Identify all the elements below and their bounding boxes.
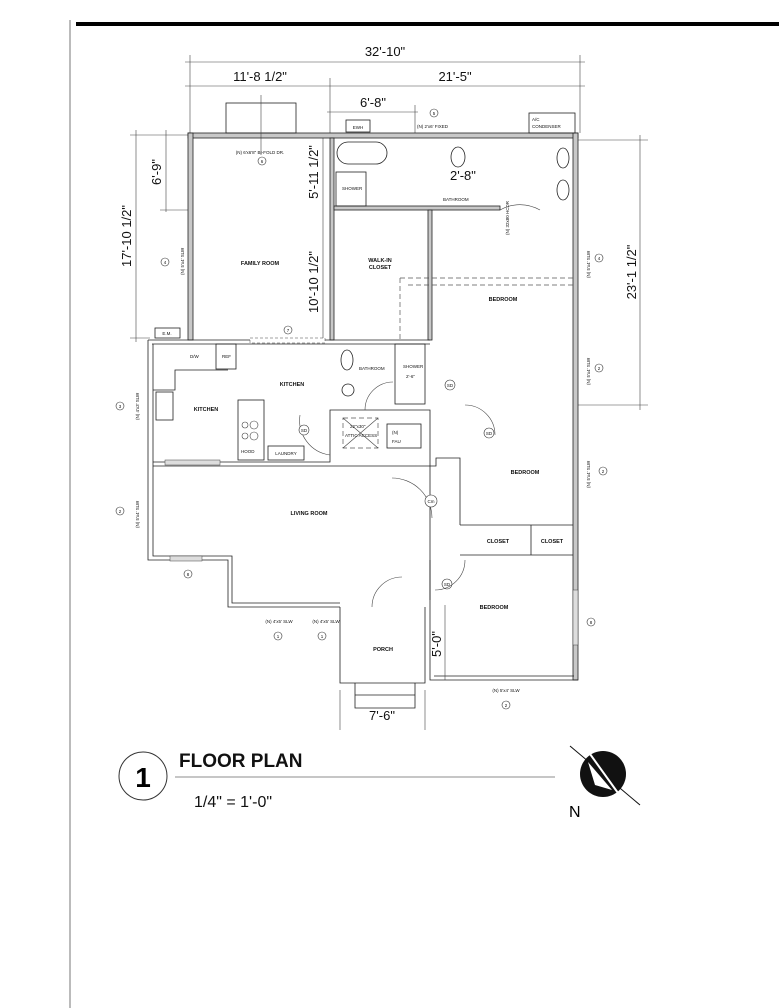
bath2-label: BATHROOM [359,366,385,371]
tag-8-right: 8 [590,620,593,625]
tag-1b: 1 [321,634,324,639]
tag-4-right: 4 [598,256,601,261]
note-bedroom2-window: (N) 5'x4' SLW [586,460,591,488]
room-porch: PORCH [373,647,393,653]
room-labels: FAMILY ROOM WALK-IN CLOSET BEDROOM KITCH… [194,258,564,653]
shower2-dim: 2'-6" [406,374,415,379]
note-family-window: (N) 5'x4' SLW [180,247,185,275]
note-master-window-2: (N) 5'x4' SLW [586,357,591,385]
room-bedroom-3: BEDROOM [480,605,509,611]
north-label: N [569,804,581,821]
sd-label-4: SD [444,582,451,587]
cm-label: Cm [428,499,435,504]
dim-family-depth: 17'-10 1/2" [119,205,134,267]
tag-2-living: 2 [119,509,122,514]
sd-label-2: SD [447,383,454,388]
dim-left-width: 11'-8 1/2" [233,69,287,84]
note-kitchen-window: (N) 4'x3' SLW [135,392,140,420]
note-living-front-1: (N) 4'x5' SLW [265,619,293,624]
laundry-label: LAUNDRY [275,451,296,456]
attic-dim: 22"x30" [350,424,366,429]
title-block: 1 FLOOR PLAN 1/4" = 1'-0" N [118,745,641,821]
ac-label-2: CONDENSER [532,124,562,129]
tag-5: 5 [433,111,436,116]
dim-porch-width: 7'-6" [369,708,395,723]
sd-label-3: SD [486,431,493,436]
opening-notes: (N) 6'x6'8" BI-FOLD DR. 6 (N) 2'x6' FIXE… [115,108,608,710]
room-bedroom-2: BEDROOM [511,470,540,476]
tag-7: 7 [287,328,290,333]
shower2-label: SHOWER [403,364,424,369]
dim-bifold-offset: 6'-9" [149,159,164,185]
room-walk-in-2: CLOSET [369,265,392,271]
tag-2-master: 2 [598,366,601,371]
ac-label-1: A/C [532,117,540,122]
dim-right-depth: 23'-1 1/2" [624,244,639,299]
dim-closet-depth: 10'-10 1/2" [306,251,321,313]
sd-label-1: SD [301,428,308,433]
dim-overall-width: 32'-10" [365,44,406,59]
dim-toilet-width: 2'-8" [450,168,476,183]
room-kitchen-2: KITCHEN [194,407,218,413]
room-closet-a: CLOSET [487,539,510,545]
detail-number: 1 [135,762,151,793]
room-family-room: FAMILY ROOM [241,261,280,267]
note-master-window-1: (N) 5'x4' SLW [586,250,591,278]
tag-2-bedroom2: 2 [602,469,605,474]
ref-label: REF [222,354,231,359]
tag-8-living: 8 [187,572,190,577]
attic-label: ATTIC ACCESS [345,433,377,438]
north-arrow-icon [569,745,641,806]
tag-3: 3 [119,404,122,409]
room-kitchen: KITCHEN [280,382,304,388]
note-bifold: (N) 6'x6'8" BI-FOLD DR. [236,150,285,155]
tag-4-left: 4 [164,260,167,265]
note-living-window: (N) 5'x4' SLW [135,500,140,528]
dw-label: D/W [190,354,200,359]
tag-1a: 1 [277,634,280,639]
hood-label: HOOD [241,449,255,454]
tag-2-bedroom3: 2 [505,703,508,708]
shower1-label: SHOWER [342,186,363,191]
left-dimensions: 17'-10 1/2" 6'-9" 5'-11 1/2" 10'-10 1/2" [119,130,324,342]
fau-label-2: FAU [392,439,401,444]
master-bath-label: BATHROOM [443,197,469,202]
note-fixed: (N) 2'x6' FIXED [417,124,449,129]
dim-bath-depth: 5'-11 1/2" [306,145,321,199]
em-label: E.M. [162,331,171,336]
dim-right-width: 21'-5" [438,69,472,84]
note-living-front-2: (N) 4'x5' SLW [312,619,340,624]
dim-bedroom-offset: 5'-0" [429,631,444,657]
right-dimensions: 23'-1 1/2" [578,135,648,410]
plan-scale: 1/4" = 1'-0" [194,794,272,811]
fixtures: EWH A/C CONDENSER E.M. SHOWER BATHROOM 2… [153,95,576,608]
fau-label-1: (N) [392,430,399,435]
room-closet-b: CLOSET [541,539,564,545]
top-dimensions: 32'-10" 11'-8 1/2" 21'-5" 6'-8" [185,44,585,133]
tag-6: 6 [261,159,264,164]
dim-bath-width: 6'-8" [360,95,386,110]
room-walk-in-1: WALK-IN [368,258,392,264]
walls: 7'-6" 5'-0" [147,132,579,730]
plan-title: FLOOR PLAN [179,751,303,772]
room-living: LIVING ROOM [291,511,328,517]
room-master-bedroom: BEDROOM [489,297,518,303]
hcdr-note: (N) 32x80 HCDR [505,200,510,235]
note-bedroom3-window: (N) 5'x4' SLW [492,688,520,693]
ewh-label: EWH [353,125,364,130]
